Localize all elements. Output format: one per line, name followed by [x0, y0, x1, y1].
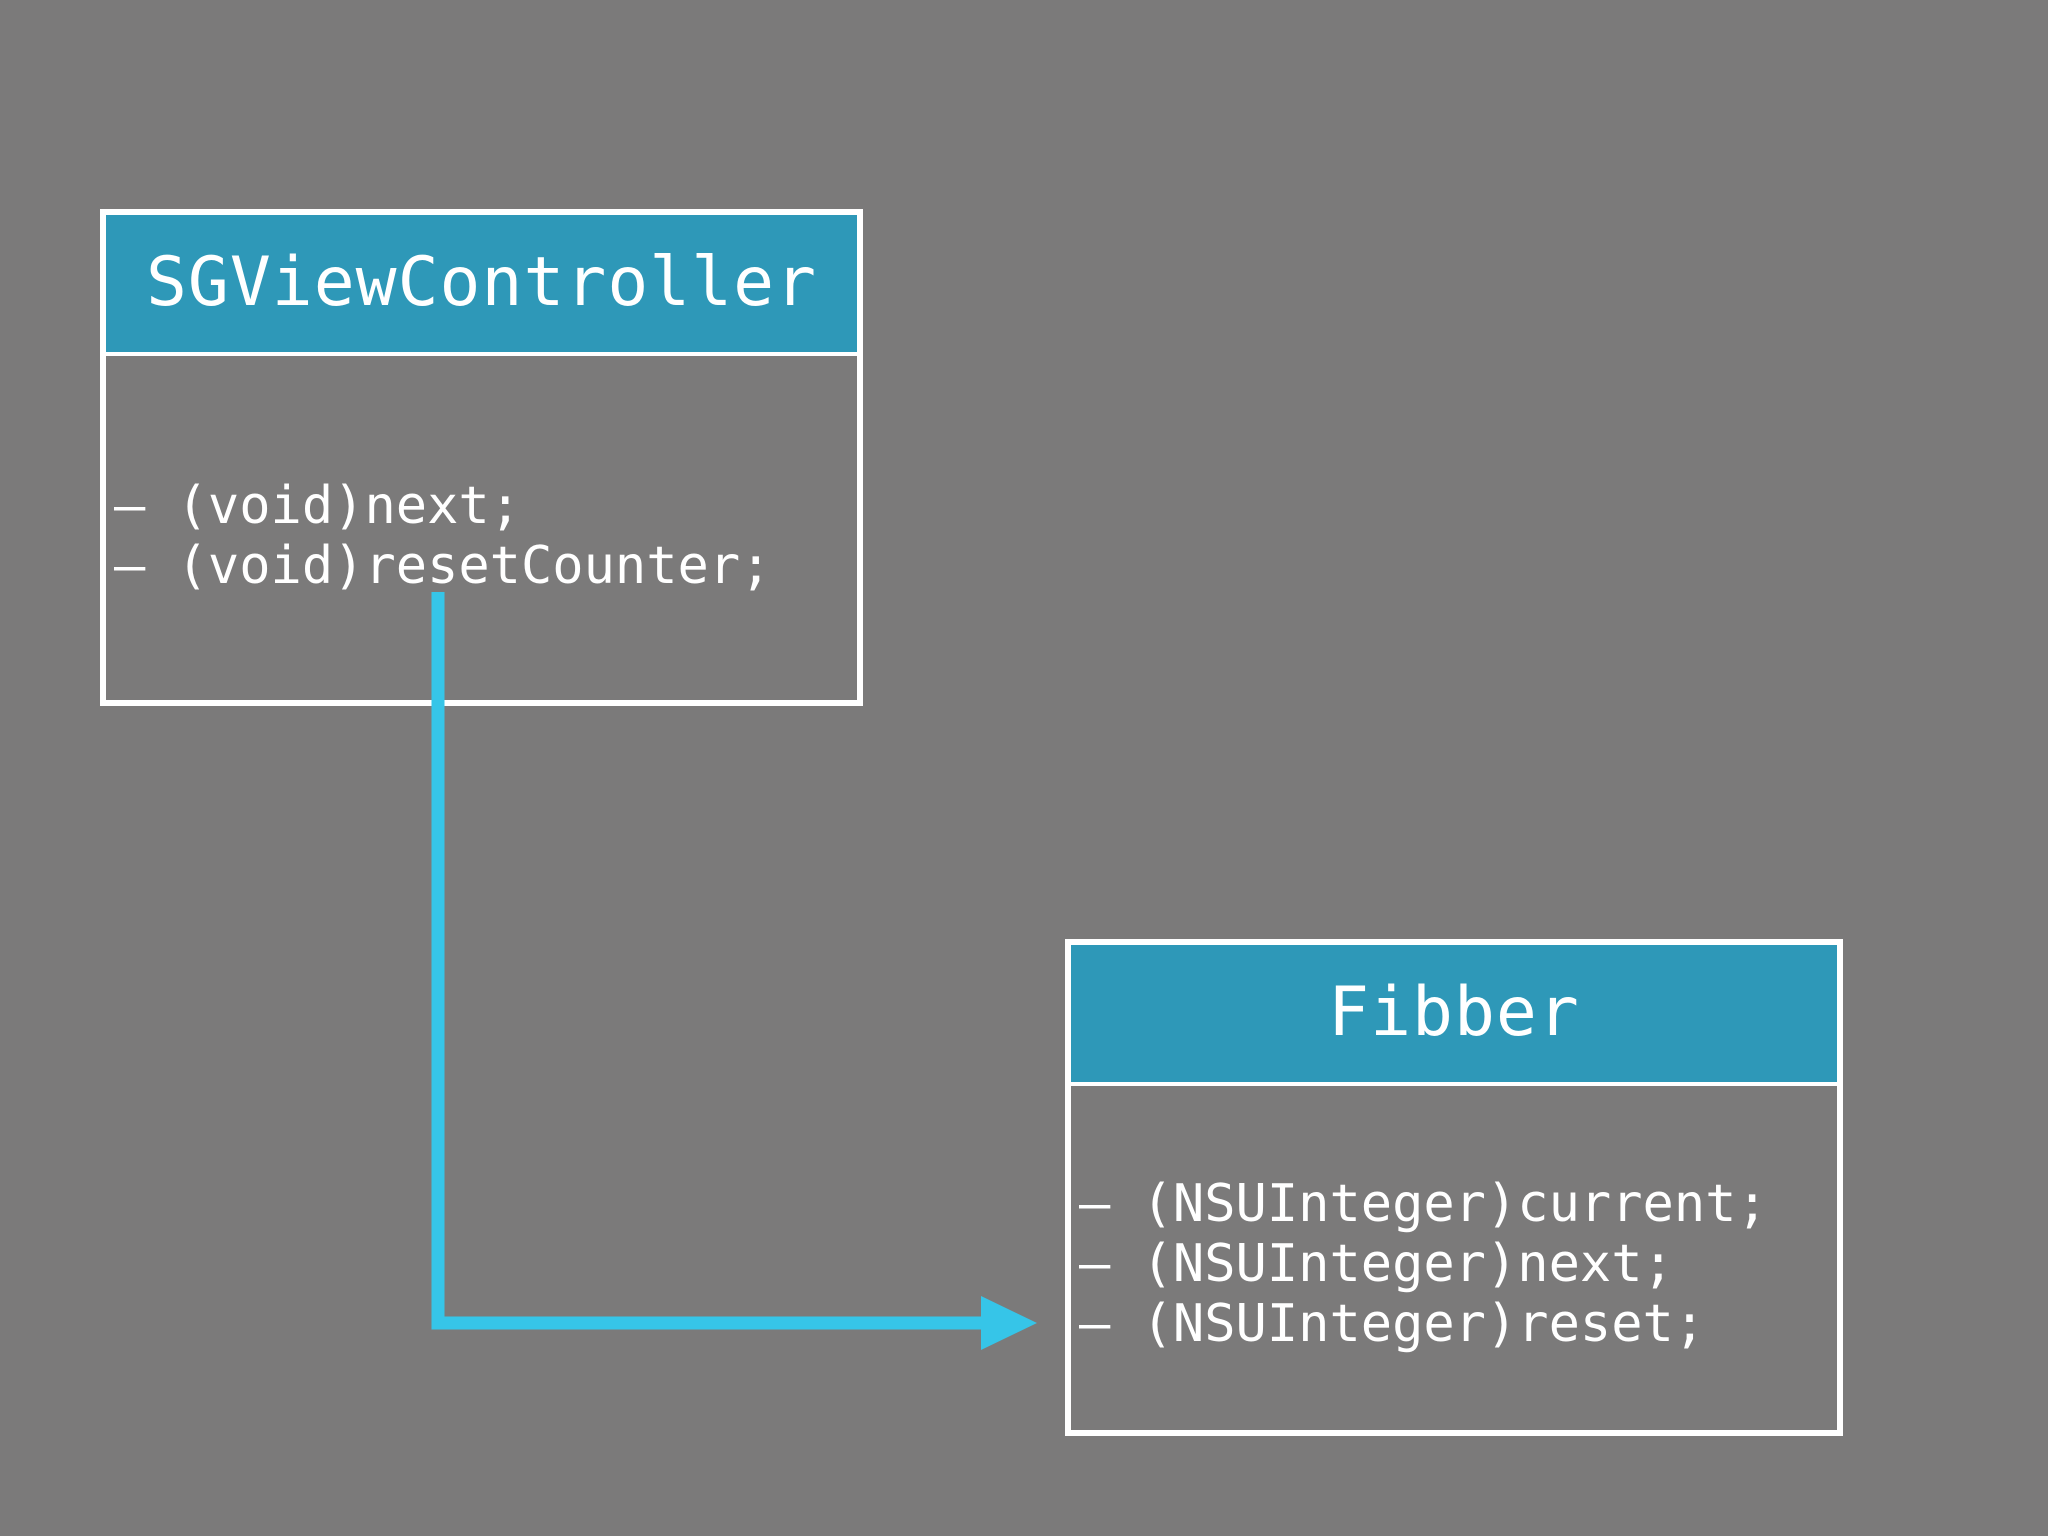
class-box-fibber[interactable]: Fibber – (NSUInteger)current; – (NSUInte…: [1065, 939, 1843, 1436]
method-next: – (void)next;: [114, 476, 521, 536]
class-box-sgviewcontroller[interactable]: SGViewController – (void)next; – (void)r…: [100, 209, 863, 706]
method-reset-counter: – (void)resetCounter;: [114, 536, 772, 596]
arrowhead-icon: [981, 1296, 1037, 1350]
class-name-fibber: Fibber: [1071, 945, 1837, 1086]
method-reset: – (NSUInteger)reset;: [1079, 1294, 1706, 1354]
class-methods-fibber: – (NSUInteger)current; – (NSUInteger)nex…: [1071, 1086, 1837, 1430]
class-methods-sgviewcontroller: – (void)next; – (void)resetCounter;: [106, 356, 857, 700]
method-next: – (NSUInteger)next;: [1079, 1234, 1674, 1294]
method-current: – (NSUInteger)current;: [1079, 1174, 1768, 1234]
class-name-sgviewcontroller: SGViewController: [106, 215, 857, 356]
